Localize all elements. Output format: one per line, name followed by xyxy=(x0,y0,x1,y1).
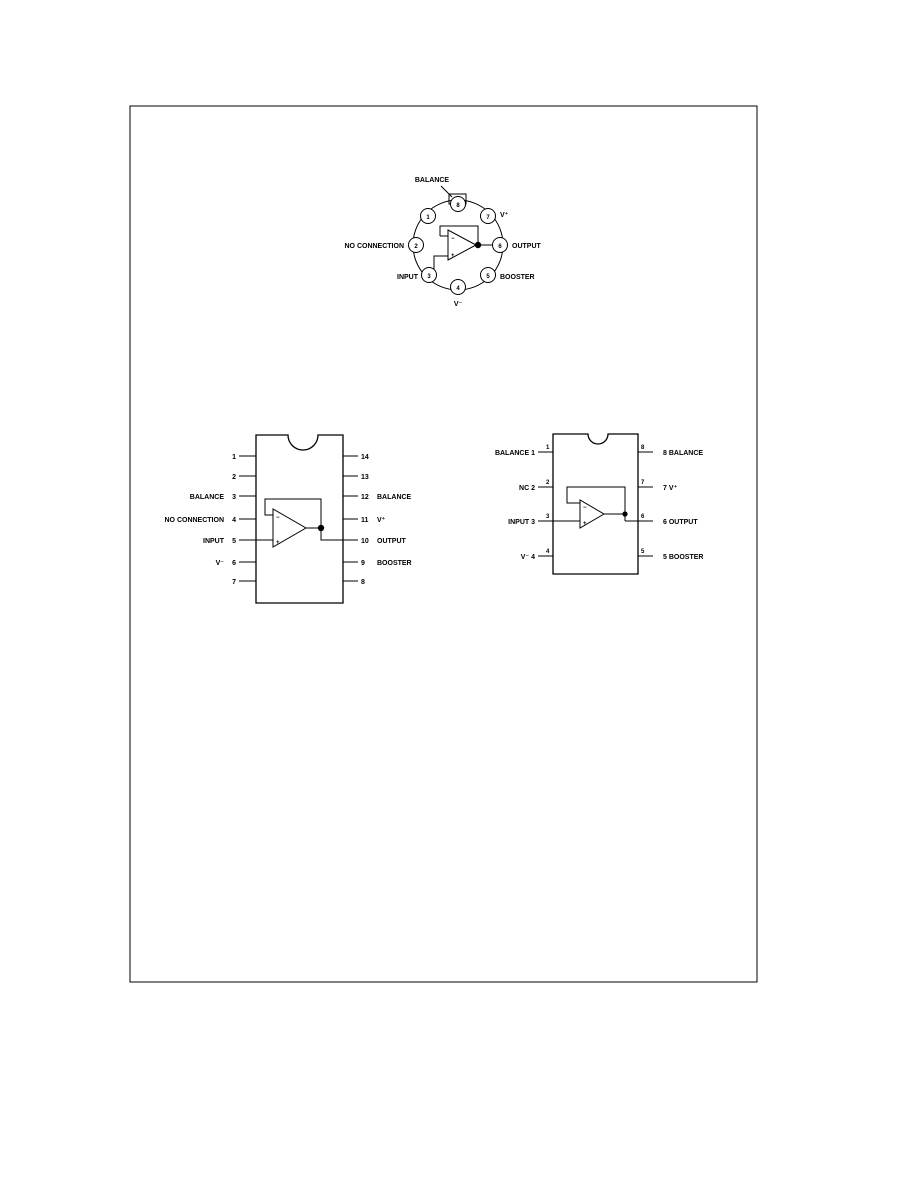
dip8-label-input-3: INPUT 3 xyxy=(508,519,535,526)
dip8-label-5-booster: 5 BOOSTER xyxy=(663,554,703,561)
dip8-pin-4-num: 4 xyxy=(546,549,550,555)
svg-text:1: 1 xyxy=(426,215,430,221)
svg-text:8: 8 xyxy=(456,203,460,209)
dip14-pin-9-num: 9 xyxy=(361,560,365,567)
dip8-pin-3-num: 3 xyxy=(546,514,550,520)
metal-can-diagram: − + 1 2 3 4 5 6 7 xyxy=(345,177,542,308)
svg-text:7: 7 xyxy=(486,215,490,221)
can-pin-1: 1 xyxy=(420,208,436,224)
dip8-feedback-wire xyxy=(566,486,626,514)
dip14-pin-7-num: 7 xyxy=(232,579,236,586)
dip14-output-wire xyxy=(320,528,358,541)
can-pin-3: 3 xyxy=(421,267,437,283)
can-label-input: INPUT xyxy=(397,274,419,281)
can-input-wire xyxy=(433,255,448,269)
dip14-pin-11-num: 11 xyxy=(361,517,369,524)
dip14-pin-12-num: 12 xyxy=(361,494,369,501)
dip8-output-node xyxy=(622,511,628,517)
dip14-opamp-symbol xyxy=(272,508,308,548)
dip8-label-v-minus-4: V⁻ 4 xyxy=(521,554,535,561)
can-opamp-minus: − xyxy=(451,236,455,242)
can-label-balance: BALANCE xyxy=(415,177,450,184)
dip14-left-pin-stubs xyxy=(239,455,256,582)
dip14-pin-4-num: 4 xyxy=(232,517,236,524)
dip14-label-balance-right: BALANCE xyxy=(377,494,412,501)
can-output-node xyxy=(474,241,482,249)
dip14-pin-6-num: 6 xyxy=(232,560,236,567)
can-pin-5: 5 xyxy=(480,267,496,283)
dip14-pin-14-num: 14 xyxy=(361,454,369,461)
can-pin-6: 6 xyxy=(492,237,508,253)
dip8-pin-1-num: 1 xyxy=(546,445,550,451)
dip14-output-node xyxy=(317,524,325,532)
dip14-label-v-plus: V⁺ xyxy=(377,516,386,524)
dip14-label-balance: BALANCE xyxy=(190,494,225,501)
dip14-opamp-minus: − xyxy=(276,515,280,521)
dip14-pin-10-num: 10 xyxy=(361,538,369,545)
dip8-diagram: − + 1 2 3 4 8 7 6 5 BALANCE 1 NC 2 INPUT… xyxy=(495,433,703,575)
can-pin-7: 7 xyxy=(480,208,496,224)
dip14-diagram: − + 1 2 3 4 5 6 7 BALANCE NO CONNECTION … xyxy=(165,434,412,604)
can-label-v-minus: V⁻ xyxy=(454,301,463,308)
dip8-label-6-output: 6 OUTPUT xyxy=(663,519,698,526)
dip14-pin-2-num: 2 xyxy=(232,474,236,481)
dip14-label-output: OUTPUT xyxy=(377,538,407,545)
dip8-opamp-symbol xyxy=(579,499,605,529)
dip8-pin-6-num: 6 xyxy=(641,514,645,520)
can-balance-leader xyxy=(440,185,453,198)
dip8-pin-5-num: 5 xyxy=(641,549,645,555)
dip14-label-no-connection: NO CONNECTION xyxy=(165,517,225,524)
svg-text:4: 4 xyxy=(456,286,460,292)
dip14-body xyxy=(255,434,344,604)
dip8-label-nc-2: NC 2 xyxy=(519,485,535,492)
dip14-pin-3-num: 3 xyxy=(232,494,236,501)
svg-text:6: 6 xyxy=(498,244,502,250)
can-feedback-wire xyxy=(439,225,479,245)
dip8-opamp-plus: + xyxy=(583,521,587,527)
dip8-pin-8-num: 8 xyxy=(641,445,645,451)
dip14-label-v-minus: V⁻ xyxy=(216,560,225,567)
dip8-label-balance-1: BALANCE 1 xyxy=(495,450,535,457)
dip14-pin-5-num: 5 xyxy=(232,538,236,545)
dip14-label-input: INPUT xyxy=(203,538,225,545)
dip8-pin-2-num: 2 xyxy=(546,480,550,486)
can-label-output: OUTPUT xyxy=(512,243,542,250)
svg-text:5: 5 xyxy=(486,274,490,280)
dip14-opamp-plus: + xyxy=(276,540,280,546)
dip8-label-8-balance: 8 BALANCE xyxy=(663,450,703,457)
can-opamp-plus: + xyxy=(451,253,455,259)
can-pin-2: 2 xyxy=(408,237,424,253)
can-label-booster: BOOSTER xyxy=(500,274,535,281)
dip8-pin-7-num: 7 xyxy=(641,480,645,486)
svg-text:2: 2 xyxy=(414,244,418,250)
dip14-label-booster: BOOSTER xyxy=(377,560,412,567)
can-pin-8: 8 xyxy=(450,196,466,212)
dip14-pin-1-num: 1 xyxy=(232,454,236,461)
dip8-right-pin-stubs xyxy=(625,451,653,557)
can-opamp-symbol xyxy=(447,229,478,261)
can-label-no-connection: NO CONNECTION xyxy=(345,243,405,250)
dip8-opamp-minus: − xyxy=(583,505,587,511)
svg-text:3: 3 xyxy=(427,274,431,280)
dip14-feedback-wire xyxy=(264,498,322,528)
can-label-v-plus: V⁺ xyxy=(500,211,509,219)
dip14-right-pin-stubs xyxy=(343,455,358,582)
dip14-pin-13-num: 13 xyxy=(361,474,369,481)
page-border xyxy=(129,105,758,983)
dip8-label-7-v-plus: 7 V⁺ xyxy=(663,484,678,492)
dip8-left-pin-stubs xyxy=(538,451,580,557)
dip14-pin-8-num: 8 xyxy=(361,579,365,586)
dip8-body xyxy=(552,433,639,575)
can-pin-4: 4 xyxy=(450,279,466,295)
